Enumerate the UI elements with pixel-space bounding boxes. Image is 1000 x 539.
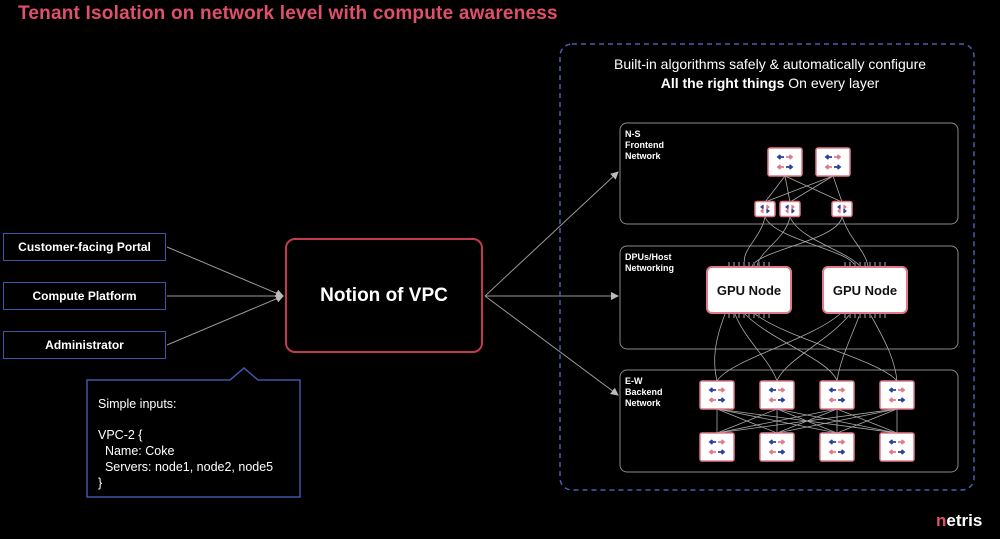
gpu-node-label: GPU Node [832,282,898,298]
gpu-port [763,262,765,266]
switch-icon [767,147,803,177]
brand-accent: n [936,511,947,530]
right-panel [559,43,975,491]
input-administrator: Administrator [3,331,166,359]
gpu-port [874,262,876,266]
input-label: Administrator [45,338,124,352]
gpu-port [854,314,856,318]
section-ew-box [619,369,959,473]
gpu-port [864,262,866,266]
brand-rest: etris [946,511,983,530]
gpu-port [859,314,861,318]
callout-heading: Simple inputs: [98,397,177,411]
gpu-port [768,314,770,318]
gpu-port [884,314,886,318]
gpu-node-label: GPU Node [716,282,782,298]
gpu-node: GPU Node [822,266,908,314]
gpu-port [849,262,851,266]
section-ns-label: N-S Frontend Network [625,129,664,161]
gpu-port [879,262,881,266]
gpu-port [869,262,871,266]
callout-line: Name: Coke [98,444,175,458]
gpu-port [869,314,871,318]
section-dpu-box [619,245,959,350]
gpu-port [874,314,876,318]
arrow-vpc-to-ew [484,295,619,396]
gpu-port [768,262,770,266]
panel-header-bold: All the right things [660,75,785,91]
vpc-label: Notion of VPC [320,284,448,306]
gpu-port [753,262,755,266]
gpu-port [758,262,760,266]
panel-header-line1: Built-in algorithms safely & automatical… [613,56,927,72]
gpu-port [884,262,886,266]
callout-line: Servers: node1, node2, node5 [98,460,274,474]
gpu-port [849,314,851,318]
arrow-admin-to-vpc [166,295,284,346]
brand-logo: netris [936,511,982,531]
gpu-port [854,262,856,266]
panel-header-line2: All the right things On every layer [560,75,980,91]
gpu-port [758,314,760,318]
switch-icon [699,432,735,462]
input-label: Compute Platform [32,289,137,303]
switch-icon [879,432,915,462]
gpu-port [879,314,881,318]
arrow-vpc-to-ns [484,171,619,297]
gpu-port [738,262,740,266]
gpu-port [844,262,846,266]
switch-icon [819,380,855,410]
switch-icon [699,380,735,410]
gpu-port [733,314,735,318]
switch-icon [754,200,776,218]
gpu-port [728,262,730,266]
arrow-portal-to-vpc [166,246,284,297]
page-title: Tenant Isolation on network level with c… [18,3,558,24]
callout-line: } [98,476,103,490]
switch-icon [879,380,915,410]
gpu-port [844,314,846,318]
gpu-node: GPU Node [706,266,792,314]
network-wiring [714,175,898,434]
switch-icon [819,432,855,462]
gpu-port [738,314,740,318]
gpu-port [728,314,730,318]
section-dpu-label: DPUs/Host Networking [625,252,675,273]
gpu-port [763,314,765,318]
section-ns-box [619,122,959,225]
gpu-port [733,262,735,266]
section-ew-label: E-W Backend Network [625,376,663,408]
gpu-port [859,262,861,266]
panel-header-rest: On every layer [784,75,880,91]
vpc-box: Notion of VPC [285,238,483,353]
gpu-port [748,262,750,266]
input-compute-platform: Compute Platform [3,282,166,310]
gpu-port [864,314,866,318]
gpu-port [743,314,745,318]
switch-icon [759,432,795,462]
gpu-port [748,314,750,318]
switch-icon [779,200,801,218]
gpu-port [753,314,755,318]
callout-box [86,367,301,498]
switch-icon [759,380,795,410]
switch-icon [815,147,851,177]
switch-icon [831,200,853,218]
input-customer-portal: Customer-facing Portal [3,233,166,261]
input-label: Customer-facing Portal [18,240,151,254]
callout-line: VPC-2 { [98,428,143,442]
gpu-port [743,262,745,266]
